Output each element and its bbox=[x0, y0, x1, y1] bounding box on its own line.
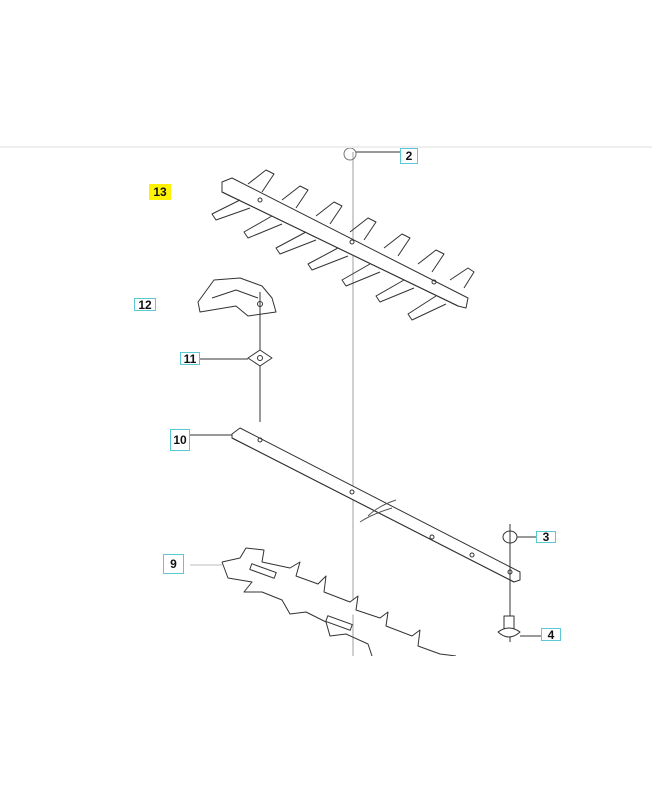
upper-blade-part bbox=[211, 169, 475, 321]
callout-4[interactable]: 4 bbox=[541, 628, 561, 641]
callout-12[interactable]: 12 bbox=[134, 298, 156, 311]
callout-2[interactable]: 2 bbox=[400, 148, 418, 164]
parts-drawing bbox=[190, 148, 541, 656]
callout-10[interactable]: 10 bbox=[170, 429, 190, 451]
bracket-part bbox=[197, 277, 277, 422]
washer-part bbox=[198, 349, 273, 367]
lower-blade-part bbox=[190, 547, 457, 656]
callout-3[interactable]: 3 bbox=[536, 531, 556, 543]
callout-9[interactable]: 9 bbox=[163, 554, 184, 574]
connecting-bar-part bbox=[190, 427, 521, 583]
callout-13-highlighted[interactable]: 13 bbox=[149, 184, 171, 200]
callout-11[interactable]: 11 bbox=[180, 352, 200, 365]
screw-part bbox=[497, 615, 541, 638]
nut-top-part bbox=[343, 148, 400, 161]
diagram-frame: 2 13 12 11 10 3 9 4 bbox=[0, 146, 652, 656]
